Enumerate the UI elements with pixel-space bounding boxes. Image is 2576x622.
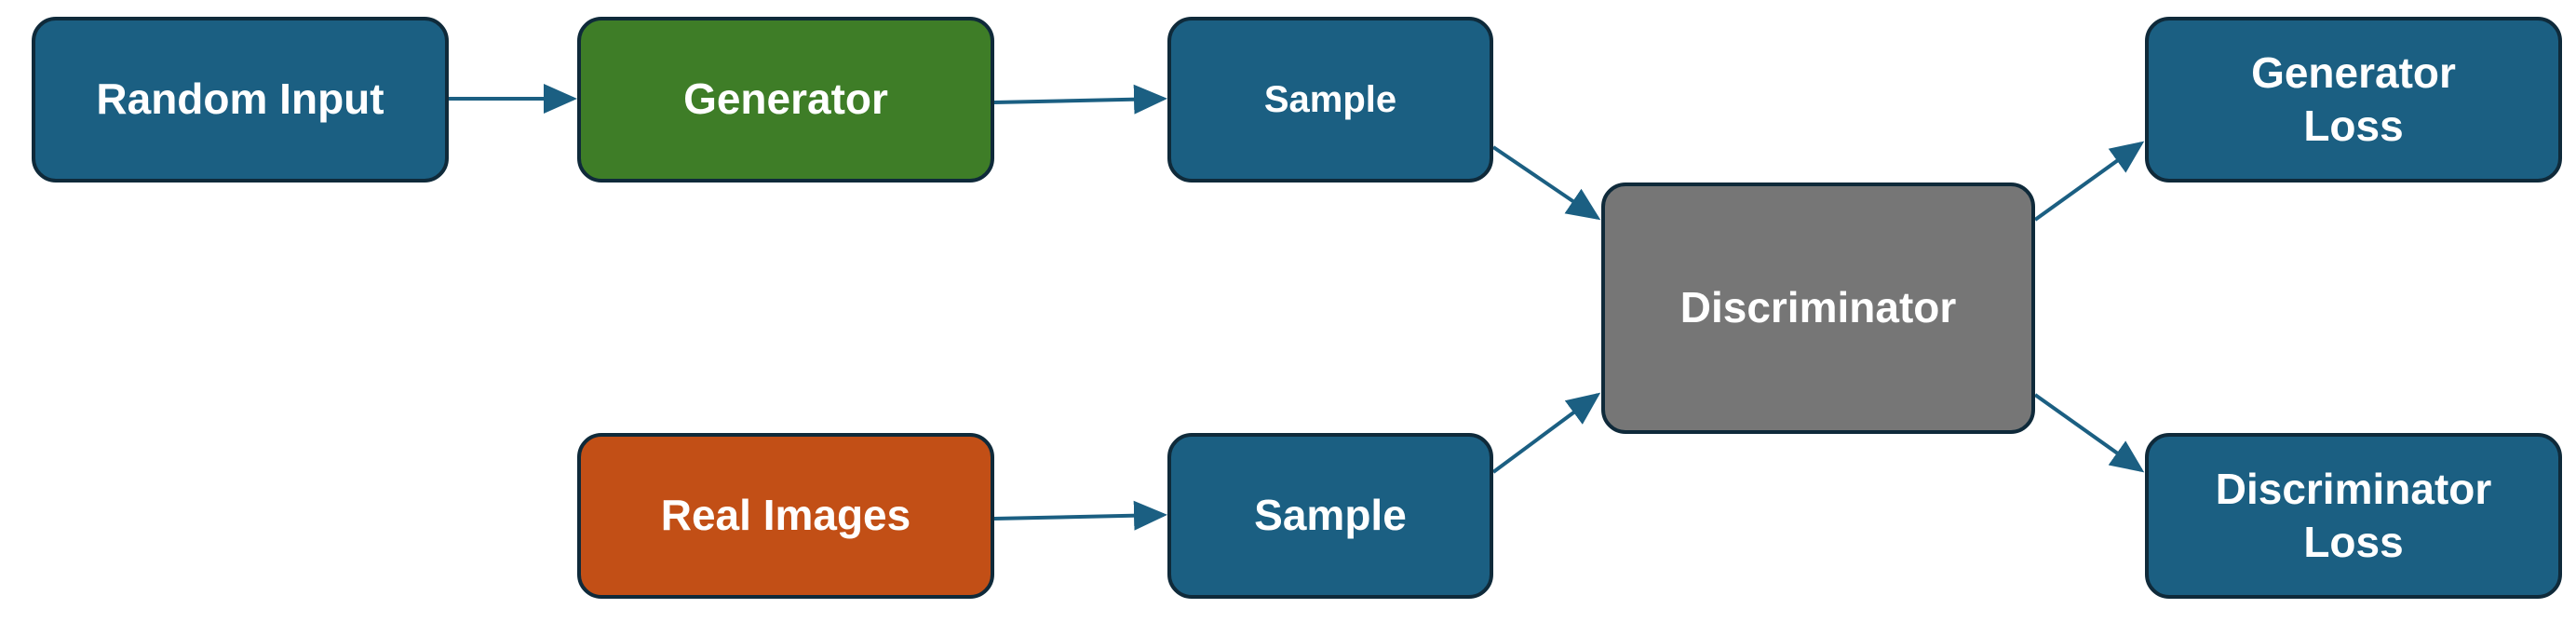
real-images-node: Real Images bbox=[577, 433, 994, 599]
random-input-node: Random Input bbox=[32, 17, 449, 183]
arrow-discriminator-to-discriminator-loss bbox=[2033, 393, 2145, 473]
discriminator-loss-node: Discriminator Loss bbox=[2145, 433, 2562, 599]
discriminator-node: Discriminator bbox=[1601, 183, 2035, 434]
real-sample-label: Sample bbox=[1254, 491, 1407, 540]
generator-label: Generator bbox=[683, 74, 888, 124]
arrow-real-sample-to-discriminator bbox=[1491, 392, 1601, 474]
generator-loss-line2: Loss bbox=[2303, 101, 2404, 150]
discriminator-loss-line2: Loss bbox=[2303, 518, 2404, 566]
real-sample-node: Sample bbox=[1167, 433, 1493, 599]
generator-loss-node: Generator Loss bbox=[2145, 17, 2562, 183]
arrow-sample-to-discriminator bbox=[1491, 145, 1601, 221]
generator-loss-line1: Generator bbox=[2251, 47, 2456, 97]
arrow-generator-to-sample bbox=[993, 84, 1167, 115]
generated-sample-node: Sample bbox=[1167, 17, 1493, 183]
discriminator-loss-line1: Discriminator bbox=[2215, 464, 2492, 513]
arrow-real-images-to-sample bbox=[993, 500, 1167, 531]
real-images-label: Real Images bbox=[660, 491, 911, 540]
random-input-label: Random Input bbox=[96, 74, 384, 124]
generated-sample-label: Sample bbox=[1263, 79, 1397, 120]
arrow-discriminator-to-generator-loss bbox=[2033, 141, 2145, 222]
discriminator-label: Discriminator bbox=[1679, 283, 1957, 332]
generator-node: Generator bbox=[577, 17, 994, 183]
